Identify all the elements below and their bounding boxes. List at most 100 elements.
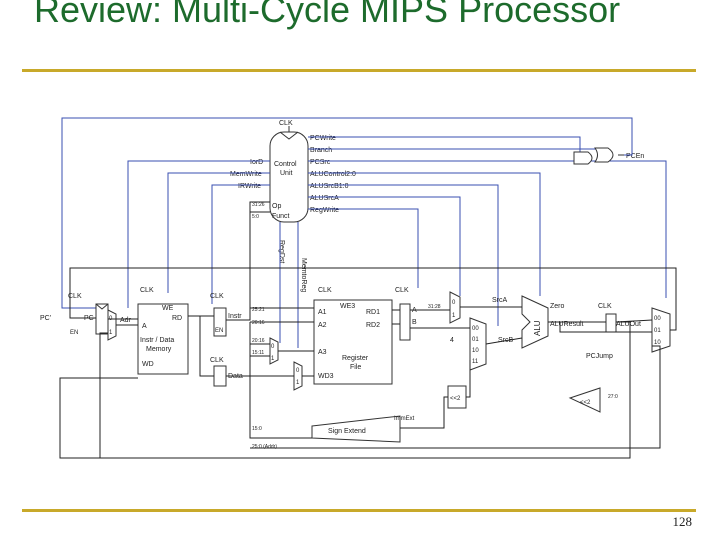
memwrite-label: MemWrite [230, 171, 262, 178]
regdst-mux-in1: 1 [271, 356, 275, 362]
datapath-wires [59, 201, 677, 459]
memory-clk-label: CLK [140, 287, 154, 294]
instr-fields: 31:26 5:0 25:21 20:16 20:16 15:11 15:0 2… [252, 202, 277, 450]
ab-registers: CLK A B [395, 287, 417, 341]
memory-name-1: Instr / Data [140, 337, 174, 344]
iord-label: IorD [250, 159, 263, 166]
memtoreg-mux-in0: 0 [296, 368, 300, 374]
field-5-0: 5:0 [252, 214, 259, 220]
memory-we-label: WE [162, 305, 174, 312]
instr-enable-label: EN [215, 328, 223, 334]
srcb-mux-in10: 10 [472, 348, 479, 354]
srca-mux-in1: 1 [452, 313, 456, 319]
pcjump-label: PCJump [586, 353, 613, 360]
data-clk-label: CLK [210, 357, 224, 364]
control-clk-label: CLK [279, 120, 293, 127]
shift-left-1: <<2 [447, 385, 467, 409]
multicycle-datapath-diagram: CLK Control Unit Op Funct PCWrite Branch… [40, 117, 677, 459]
regfile-rd2-label: RD2 [366, 322, 380, 329]
field-20-16-a: 20:16 [252, 320, 265, 326]
branch-label: Branch [310, 147, 332, 154]
regfile-clk-label: CLK [318, 287, 332, 294]
pc-mux: 00 01 10 [651, 307, 671, 353]
regfile-a1-label: A1 [318, 309, 327, 316]
pc-mux-in00: 00 [654, 316, 661, 322]
instr-data-memory: CLK WE A RD WD Instr / Data Memory [137, 287, 189, 375]
pcen-logic: PCEn [61, 117, 644, 309]
field-15-11: 15:11 [252, 350, 264, 356]
regfile-wd3-label: WD3 [318, 373, 334, 380]
pcsrc-label: PCSrc [310, 159, 331, 166]
memtoreg-mux: 0 1 [293, 361, 303, 391]
bottom-rule [22, 509, 696, 512]
alu-result-label: ALUResult [550, 321, 584, 328]
memory-wd-label: WD [142, 361, 154, 368]
srcb-const-4: 4 [450, 337, 454, 344]
instr-register: CLK Instr EN [210, 293, 242, 337]
alusrcb-label: ALUSrcB1:0 [310, 183, 349, 190]
field-15-0: 15:0 [252, 426, 262, 432]
srcb-mux: 00 01 10 11 4 SrcB [450, 317, 514, 371]
data-register: CLK Data [210, 357, 243, 387]
field-25-21: 25:21 [252, 307, 265, 313]
shift-left-2: <<2 27:0 [568, 387, 618, 413]
ab-clk-label: CLK [395, 287, 409, 294]
memory-name-2: Memory [146, 346, 172, 353]
shift2-label: <<2 [580, 400, 591, 406]
control-unit-name-1: Control [274, 161, 297, 168]
sign-extend: Sign Extend ImmExt [311, 415, 415, 443]
alu: ALU Zero ALUResult [521, 295, 584, 349]
control-unit: CLK Control Unit Op Funct PCWrite Branch… [230, 120, 356, 292]
regdst-label: RegDst [278, 240, 285, 263]
alu-name: ALU [533, 320, 542, 336]
aluout-label: ALUOut [616, 321, 641, 328]
srca-label: SrcA [492, 297, 508, 304]
field-20-16-b: 20:16 [252, 338, 265, 344]
regfile-rd1-label: RD1 [366, 309, 380, 316]
pc-mux-in10: 10 [654, 340, 661, 346]
shift1-label: <<2 [450, 396, 461, 402]
regdst-mux-in0: 0 [271, 344, 275, 350]
regfile-name-2: File [350, 364, 361, 371]
field-31-26: 31:26 [252, 202, 265, 208]
slide-title: Review: Multi-Cycle MIPS Processor [34, 0, 621, 30]
page-number: 128 [672, 514, 693, 529]
instr-label: Instr [228, 313, 242, 320]
aluout-clk-label: CLK [598, 303, 612, 310]
srca-field-label: 31:28 [428, 304, 441, 310]
immext-label: ImmExt [394, 416, 415, 422]
register-file: CLK WE3 A1 A2 A3 WD3 RD1 RD2 Register Fi… [313, 287, 393, 385]
field-25-0-addr: 25:0 (Addr) [252, 444, 277, 450]
pc-clk-label: CLK [68, 293, 82, 300]
srcb-mux-in01: 01 [472, 337, 479, 343]
srcb-mux-in00: 00 [472, 326, 479, 332]
pc-register: CLK PC' PC EN [40, 293, 109, 336]
regfile-a2-label: A2 [318, 322, 327, 329]
aluout-register: CLK ALUOut [598, 303, 641, 333]
addr-mux-in1: 1 [109, 330, 113, 336]
pc-mux-in01: 01 [654, 328, 661, 334]
regfile-name-1: Register [342, 355, 369, 362]
shift2-field-label: 27:0 [608, 394, 618, 400]
reg-b-label: B [412, 319, 417, 326]
control-unit-name-2: Unit [280, 170, 293, 177]
srcb-mux-in11: 11 [472, 359, 479, 365]
top-rule [22, 69, 696, 72]
instr-clk-label: CLK [210, 293, 224, 300]
alusrca-label: ALUSrcA [310, 195, 339, 202]
alucontrol-label: ALUControl2:0 [310, 171, 356, 178]
memtoreg-mux-in1: 1 [296, 380, 300, 386]
sign-extend-label: Sign Extend [328, 428, 366, 435]
memory-a-label: A [142, 323, 147, 330]
pc-in-label: PC' [40, 315, 51, 322]
memtoreg-label: MemtoReg [300, 258, 307, 292]
regdst-mux: 0 1 [269, 337, 279, 365]
srca-mux-in0: 0 [452, 300, 456, 306]
memory-rd-label: RD [172, 315, 182, 322]
control-op-label: Op [272, 203, 281, 210]
pcen-label: PCEn [626, 153, 644, 160]
regfile-a3-label: A3 [318, 349, 327, 356]
pc-enable-label: EN [70, 330, 78, 336]
pcwrite-label: PCWrite [310, 135, 336, 142]
srca-mux: 0 1 31:28 SrcA [428, 291, 508, 324]
